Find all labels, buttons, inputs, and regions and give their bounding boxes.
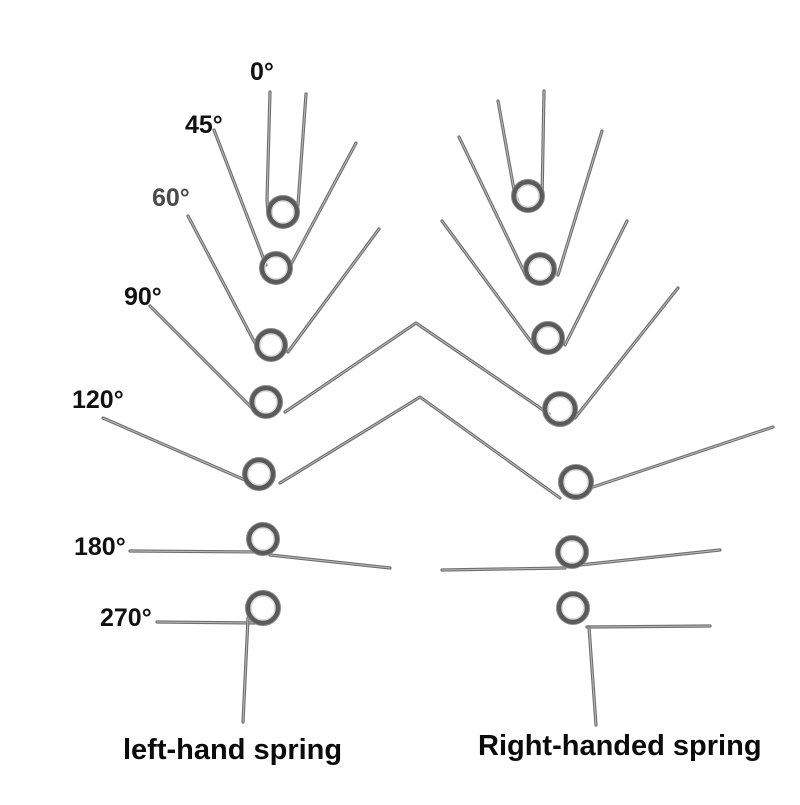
left-90-leg-a-highlight xyxy=(149,305,252,408)
right-60-coil xyxy=(531,321,565,355)
right-180-coil-shine xyxy=(560,540,584,564)
left-120-coil-shine xyxy=(247,462,271,486)
left-90-coil xyxy=(249,385,283,419)
left-60-coil xyxy=(254,328,288,362)
right-180-leg-b-highlight xyxy=(579,549,721,566)
left-180-leg-b-highlight xyxy=(269,554,391,569)
right-120-coil-rim xyxy=(558,464,594,500)
left-270-leg-b-highlight xyxy=(242,617,249,723)
right-handed-spring-caption: Right-handed spring xyxy=(478,730,762,762)
left-45-coil-rim xyxy=(259,251,293,285)
left-45-coil-shine xyxy=(264,256,288,280)
left-60-leg-b-highlight xyxy=(287,228,380,353)
left-120-coil-rim xyxy=(242,457,276,491)
right-45-coil xyxy=(523,252,557,286)
angle-label-0: 0° xyxy=(250,58,274,86)
left-60-coil-shine xyxy=(259,333,283,357)
right-45-coil-shine xyxy=(528,257,552,281)
left-270-coil xyxy=(245,590,281,626)
left-90-coil-shine xyxy=(254,390,278,414)
right-270-leg-a-highlight xyxy=(586,625,711,628)
right-45-leg-a-highlight xyxy=(458,136,528,279)
right-120-coil xyxy=(558,464,594,500)
left-120-coil xyxy=(242,457,276,491)
right-60-leg-b-highlight xyxy=(564,220,628,346)
left-hand-spring-caption: left-hand spring xyxy=(123,734,343,766)
left-270-coil-shine xyxy=(250,595,276,621)
right-45-coil-rim xyxy=(523,252,557,286)
angle-label-120: 120° xyxy=(72,386,124,414)
right-90-leg-a-highlight xyxy=(574,287,679,419)
right-90-coil-rim xyxy=(542,391,578,427)
left-0-coil-rim xyxy=(266,195,300,229)
left-45-leg-b-highlight xyxy=(287,142,357,271)
left-90-coil-rim xyxy=(249,385,283,419)
left-120-leg-b xyxy=(278,395,562,500)
right-270-coil-shine xyxy=(561,596,585,620)
right-120-coil-shine xyxy=(563,469,589,495)
right-90-coil-shine xyxy=(547,396,573,422)
left-120-leg-b-highlight xyxy=(279,396,561,499)
left-180-coil-shine xyxy=(251,527,275,551)
left-270-leg-a-highlight xyxy=(156,621,259,624)
right-0-coil-rim xyxy=(511,179,545,213)
right-0-coil-shine xyxy=(516,184,540,208)
angle-label-45: 45° xyxy=(185,111,223,139)
left-0-coil-shine xyxy=(271,200,295,224)
right-270-coil xyxy=(556,591,590,625)
left-60-leg-a-highlight xyxy=(187,215,257,346)
left-180-coil xyxy=(246,522,280,556)
right-120-leg-a-highlight xyxy=(589,426,774,489)
right-60-coil-rim xyxy=(531,321,565,355)
left-45-coil xyxy=(259,251,293,285)
left-90-leg-b-highlight xyxy=(284,322,550,415)
right-90-coil xyxy=(542,391,578,427)
right-0-coil xyxy=(511,179,545,213)
right-270-coil-rim xyxy=(556,591,590,625)
angle-label-60: 60° xyxy=(152,184,190,212)
right-180-coil xyxy=(555,535,589,569)
left-120-leg-a-highlight xyxy=(102,417,246,481)
angle-label-180: 180° xyxy=(74,533,126,561)
left-45-leg-a-highlight xyxy=(213,129,267,266)
right-270-leg-b-highlight xyxy=(588,626,597,726)
left-0-coil xyxy=(266,195,300,229)
right-60-leg-a-highlight xyxy=(441,220,536,348)
angle-label-270: 270° xyxy=(100,604,152,632)
right-180-coil-rim xyxy=(555,535,589,569)
right-45-leg-b-highlight xyxy=(557,130,603,276)
angle-label-90: 90° xyxy=(124,283,162,311)
left-180-leg-a-highlight xyxy=(129,550,261,553)
left-180-coil-rim xyxy=(246,522,280,556)
right-180-leg-a-highlight xyxy=(441,567,566,571)
right-60-coil-shine xyxy=(536,326,560,350)
left-270-coil-rim xyxy=(245,590,281,626)
left-60-coil-rim xyxy=(254,328,288,362)
